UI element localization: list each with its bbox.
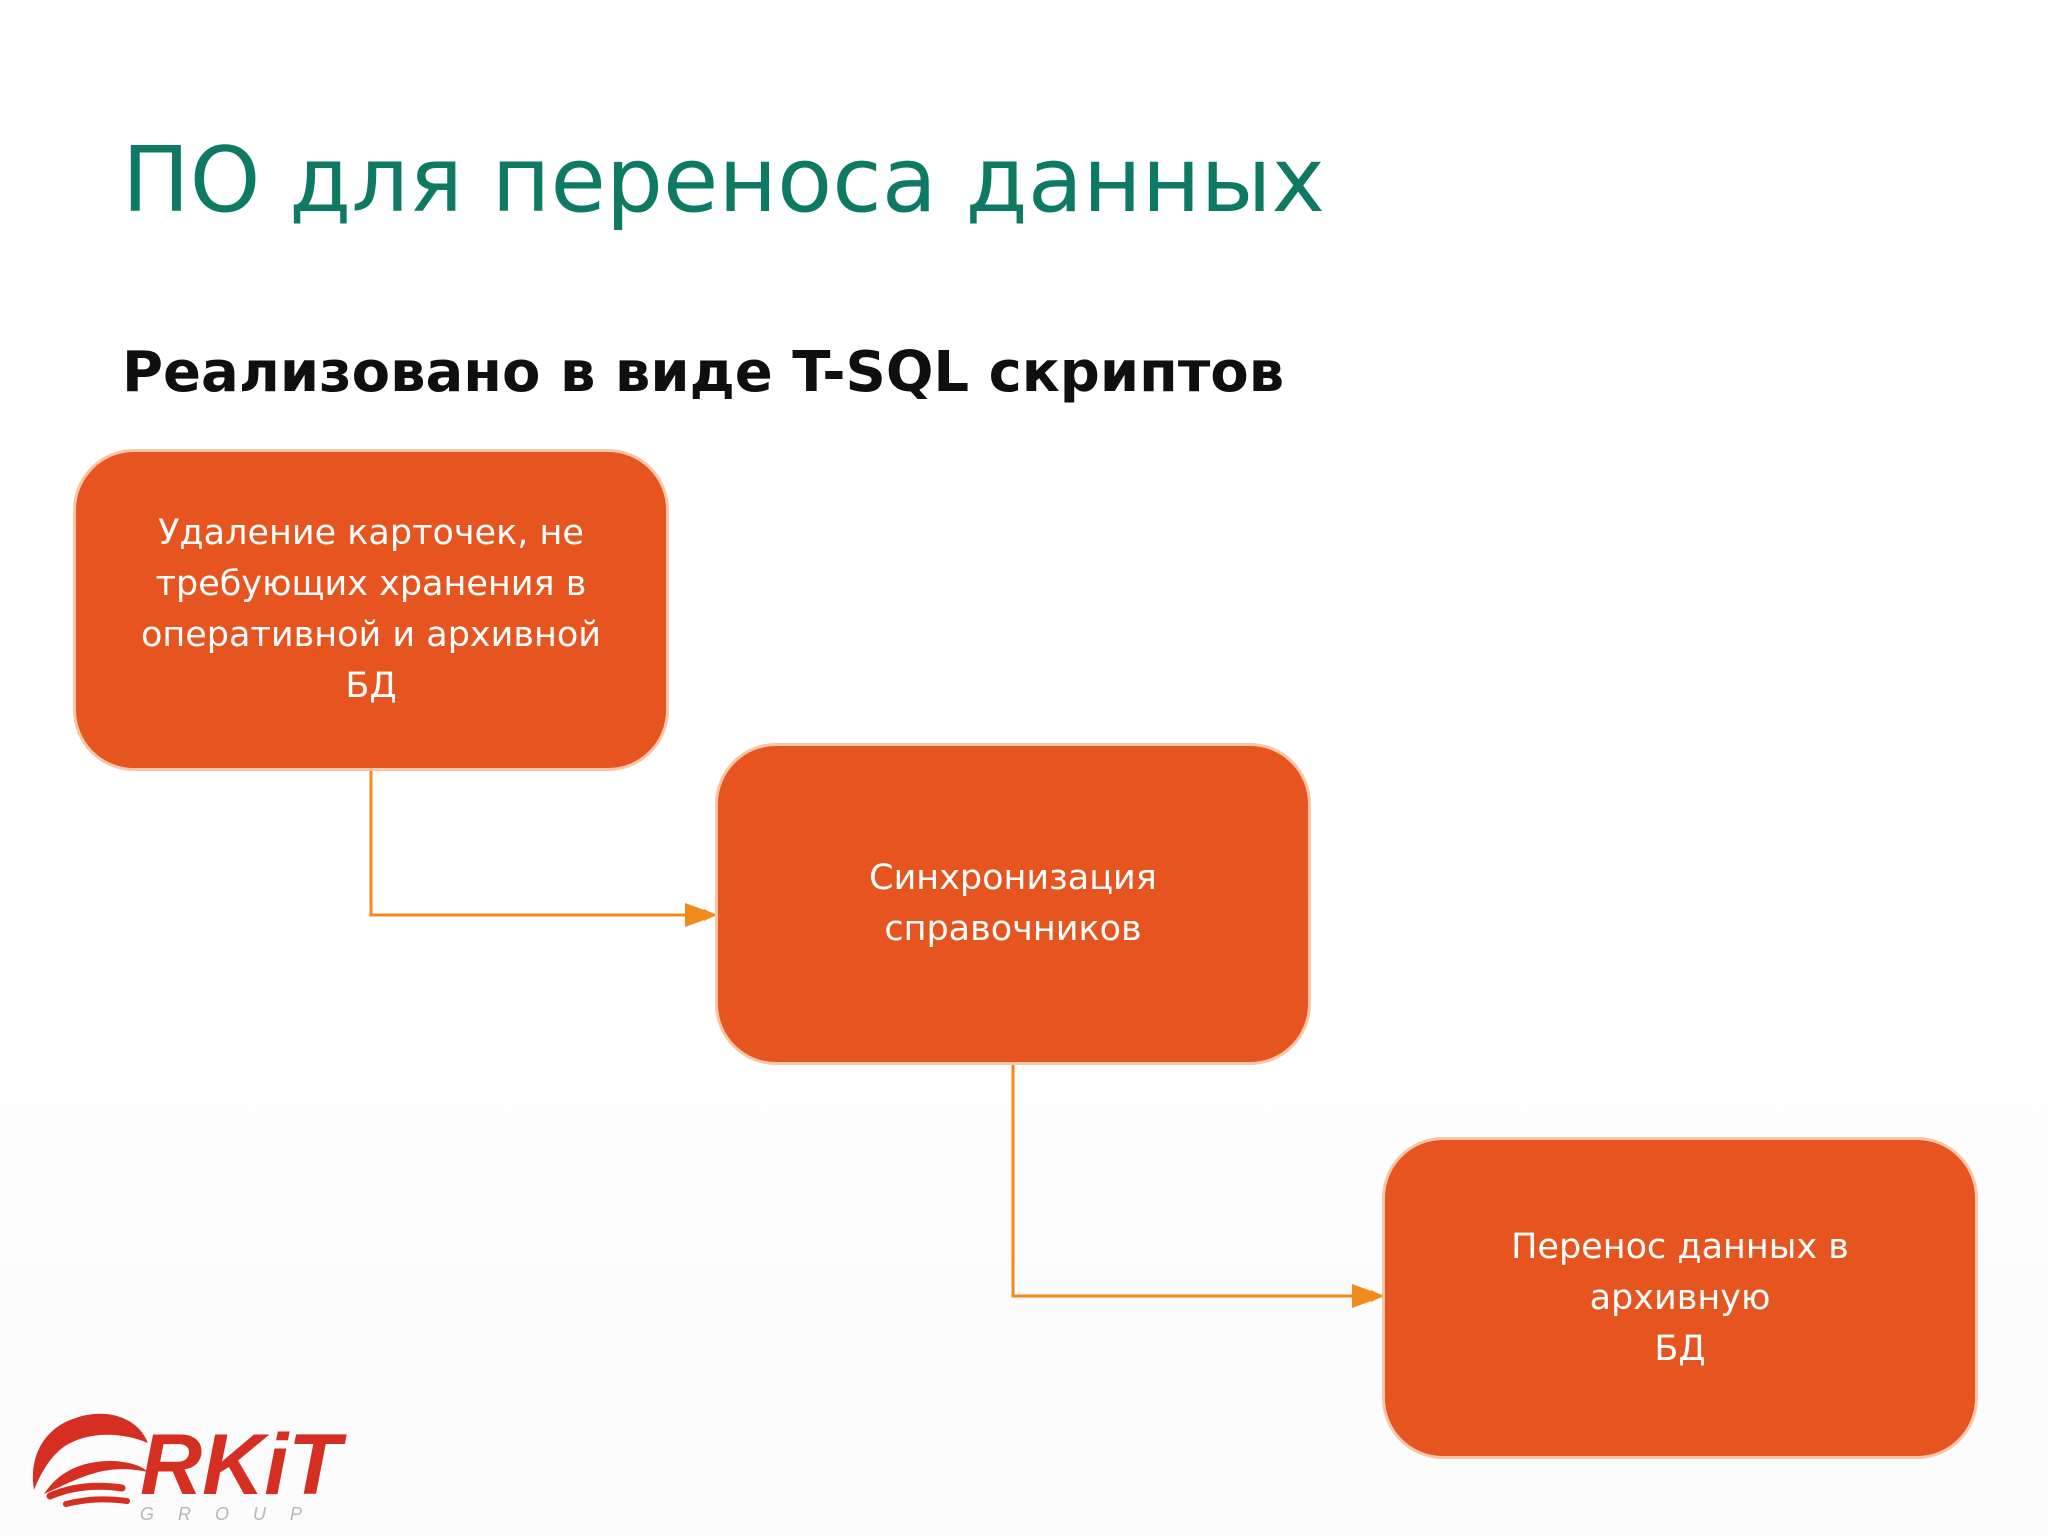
flow-step-delete-cards: Удаление карточек, не требующих хранения… xyxy=(76,452,666,768)
flow-step-label: Перенос данных в архивную БД xyxy=(1511,1226,1849,1369)
rkit-logo: RKiT GROUP xyxy=(32,1413,347,1524)
connector-step-2-to-step-3 xyxy=(1011,1062,1383,1302)
logo-wordmark: RKiT xyxy=(140,1417,347,1513)
slide-subtitle: Реализовано в виде T-SQL скриптов xyxy=(122,340,1285,405)
page-title: ПО для переноса данных xyxy=(122,128,1325,233)
flow-step-transfer-archive: Перенос данных в архивную БД xyxy=(1385,1140,1975,1456)
flow-step-label: Удаление карточек, не требующих хранения… xyxy=(140,513,602,706)
connector-step-1-to-step-2 xyxy=(369,768,716,921)
swoosh-logo-icon xyxy=(32,1413,148,1507)
arrow-right-icon xyxy=(685,903,718,927)
flow-step-sync-directories: Синхронизация справочников xyxy=(718,746,1308,1062)
logo-tagline: GROUP xyxy=(140,1504,326,1524)
arrow-right-icon xyxy=(1352,1284,1385,1308)
flow-step-label: Синхронизация справочников xyxy=(869,858,1157,949)
